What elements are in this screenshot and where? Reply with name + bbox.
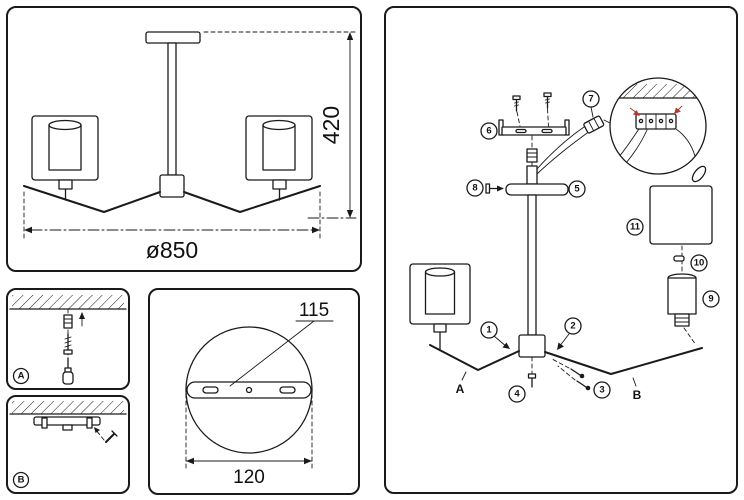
- safety-hook: [691, 165, 707, 183]
- anchor-and-screw: [63, 308, 85, 379]
- arm-label-a: A: [456, 371, 467, 396]
- exploded-shade-parts: [649, 185, 713, 346]
- callout-8-label: 8: [472, 183, 477, 194]
- canopy-plate-top-view: [185, 326, 313, 454]
- step-a-badge: A: [12, 367, 30, 385]
- plate-diameter-dimension-120: 120: [185, 393, 313, 488]
- callout-2: 2: [564, 317, 582, 335]
- plate-diameter-label: 120: [233, 467, 265, 488]
- arm-b-label: B: [633, 388, 642, 402]
- mounted-left-shade: [409, 263, 471, 350]
- mounting-bracket-part: [498, 92, 570, 136]
- callout-11: 11: [626, 218, 644, 236]
- callout-10-label: 10: [694, 258, 705, 269]
- chandelier-fixture: [23, 31, 321, 213]
- screwdriver-icon: [62, 357, 74, 385]
- callout-6-label: 6: [486, 126, 491, 137]
- callout-11-label: 11: [630, 222, 641, 233]
- arm-fixing-screws: [527, 356, 591, 391]
- callout-3-label: 3: [599, 385, 604, 396]
- step-a-label: A: [18, 371, 25, 382]
- canopy-part: [505, 165, 569, 196]
- callout-9: 9: [702, 290, 720, 308]
- canopy-plate-drawing: 115 120: [185, 300, 334, 488]
- hole-spacing-label: 115: [299, 300, 329, 321]
- canopy-screw-part: [485, 183, 504, 194]
- screw-with-arrow: [94, 427, 118, 443]
- pole-and-hub: [429, 194, 703, 375]
- wires-and-terminal: [536, 115, 611, 175]
- panel-overall-dimensions: 420 ø850: [6, 6, 362, 272]
- chandelier-dimensions-drawing: 420 ø850: [23, 31, 357, 263]
- callout-3: 3: [593, 381, 611, 399]
- wiring-detail-circle: [609, 77, 707, 183]
- callout-9-label: 9: [708, 294, 713, 305]
- threaded-nipple-part: [526, 135, 538, 167]
- panel-canopy-plate: 115 120: [148, 288, 360, 495]
- step-b-badge: B: [12, 471, 30, 489]
- assembly-exploded-drawing: A B 1 2 3 4: [409, 77, 720, 403]
- callout-1-label: 1: [486, 325, 492, 336]
- callout-6: 6: [480, 122, 498, 140]
- diameter-dimension-label: ø850: [146, 237, 198, 263]
- callout-7: 7: [582, 90, 600, 108]
- callout-4: 4: [508, 385, 526, 403]
- ceiling-section: [9, 401, 127, 415]
- mounted-bracket: [33, 416, 101, 431]
- panel-step-a: A: [6, 288, 130, 390]
- step-a-drawing: A: [9, 295, 127, 385]
- ceiling-section: [9, 295, 127, 310]
- callout-8: 8: [466, 179, 484, 197]
- panel-assembly: A B 1 2 3 4: [384, 6, 738, 494]
- step-b-label: B: [18, 475, 25, 486]
- arm-a-label: A: [456, 382, 465, 396]
- callout-1: 1: [480, 321, 498, 339]
- hole-spacing-dimension-115: 115: [229, 300, 334, 387]
- callout-4-label: 4: [514, 389, 520, 400]
- panel-step-b: B: [6, 395, 130, 494]
- diameter-dimension-850: ø850: [23, 191, 321, 263]
- callout-10: 10: [690, 254, 708, 272]
- height-dimension-label: 420: [318, 106, 344, 144]
- height-dimension-420: 420: [203, 31, 357, 219]
- callout-5: 5: [568, 180, 586, 198]
- step-b-drawing: B: [9, 401, 127, 489]
- callout-5-label: 5: [574, 184, 580, 195]
- arm-label-b: B: [632, 377, 642, 402]
- callout-7-label: 7: [588, 94, 593, 105]
- callout-leaders: [493, 106, 594, 350]
- callout-2-label: 2: [570, 321, 575, 332]
